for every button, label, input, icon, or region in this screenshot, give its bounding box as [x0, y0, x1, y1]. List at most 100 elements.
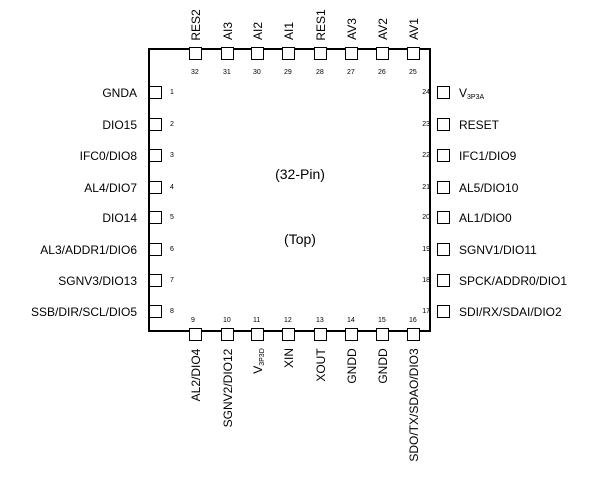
- pin-number-29: 29: [284, 69, 292, 76]
- pin-label-30: AI2: [251, 21, 265, 41]
- chip-body: [148, 48, 431, 332]
- pin-label-22: IFC1/DIO9: [459, 149, 516, 163]
- pin-pad-12: [282, 328, 295, 341]
- pin-number-15: 15: [378, 317, 386, 324]
- pin-pad-17: [437, 305, 450, 318]
- pin-label-text: AL5/DIO10: [459, 181, 519, 195]
- pin-label-14: GNDD: [345, 348, 359, 383]
- pin-pad-7: [149, 274, 162, 287]
- pin-label-4: AL4/DIO7: [84, 181, 137, 195]
- pin-pad-5: [149, 211, 162, 224]
- pin-label-text: SPCK/ADDR0/DIO1: [459, 274, 568, 288]
- pin-number-4: 4: [170, 184, 174, 191]
- pin-label-text: DIO15: [102, 118, 137, 132]
- pin-number-30: 30: [253, 69, 261, 76]
- pin-number-27: 27: [347, 69, 355, 76]
- pin-pad-28: [314, 47, 327, 60]
- pin-label-24: V3P3A: [459, 86, 485, 101]
- pin-label-3: IFC0/DIO8: [80, 149, 137, 163]
- pin-label-text: AL2/DIO4: [189, 348, 203, 401]
- pin-pad-20: [437, 211, 450, 224]
- pin-label-13: XOUT: [314, 348, 328, 381]
- pin-pad-23: [437, 118, 450, 131]
- package-view: (Top): [284, 231, 316, 247]
- pin-number-11: 11: [253, 317, 261, 324]
- pin-number-2: 2: [170, 121, 174, 128]
- pin-label-17: SDI/RX/SDAI/DIO2: [459, 305, 562, 319]
- pin-label-6: AL3/ADDR1/DIO6: [40, 243, 137, 257]
- pin-label-21: AL5/DIO10: [459, 181, 518, 195]
- pin-label-23: RESET: [459, 118, 499, 132]
- pin-label-text: V: [251, 365, 265, 374]
- pin-pad-1: [149, 86, 162, 99]
- pin-number-17: 17: [422, 308, 430, 315]
- pin-number-13: 13: [316, 317, 324, 324]
- pin-label-text: AL4/DIO7: [84, 181, 137, 195]
- pin-label-text: XIN: [282, 347, 296, 369]
- pin-label-28: RES1: [314, 8, 328, 41]
- pin-label-text: GNDD: [345, 347, 359, 384]
- pin-number-12: 12: [284, 317, 292, 324]
- pin-number-5: 5: [170, 214, 174, 221]
- pin-number-16: 16: [409, 317, 417, 324]
- pin-label-7: SGNV3/DIO13: [58, 274, 137, 288]
- pin-label-text: XOUT: [314, 347, 328, 382]
- pin-label-25: AV1: [407, 18, 421, 40]
- pin-number-7: 7: [170, 277, 174, 284]
- pin-number-22: 22: [422, 152, 430, 159]
- pin-label-19: SGNV1/DIO11: [459, 243, 537, 257]
- pin-number-24: 24: [422, 89, 430, 96]
- pin-pad-30: [251, 47, 264, 60]
- pin-label-16: SDO/TX/SDAO/DIO3: [407, 348, 421, 461]
- pin-pad-24: [437, 86, 450, 99]
- pin-number-23: 23: [422, 121, 430, 128]
- pin-pad-21: [437, 181, 450, 194]
- pin-number-9: 9: [191, 317, 195, 324]
- pin-number-10: 10: [223, 317, 231, 324]
- pin-label-27: AV3: [345, 18, 359, 40]
- pin-label-text: GNDD: [376, 347, 390, 384]
- pin-label-5: DIO14: [102, 211, 137, 225]
- pin-number-19: 19: [422, 246, 430, 253]
- pin-label-text: DIO14: [102, 211, 137, 225]
- pin-label-text: AL3/ADDR1/DIO6: [40, 243, 137, 257]
- pin-pad-32: [189, 47, 202, 60]
- pin-label-10: SGNV2/DIO12: [221, 348, 235, 427]
- package-pin-count: (32-Pin): [275, 166, 325, 182]
- pin-label-31: AI3: [221, 21, 235, 41]
- pin-label-text: SGNV3/DIO13: [58, 274, 137, 288]
- pin-label-text: SGNV2/DIO12: [221, 348, 235, 427]
- pin-pad-25: [407, 47, 420, 60]
- pin-label-9: AL2/DIO4: [189, 348, 203, 401]
- pin-label-text: AL1/DIO0: [459, 211, 512, 225]
- pin-pad-10: [221, 328, 234, 341]
- pin-label-12: XIN: [282, 348, 296, 368]
- pin-pad-18: [437, 274, 450, 287]
- pin-label-subscript: 3P3A: [467, 94, 485, 101]
- pin-label-text: RESET: [459, 118, 500, 132]
- pin-label-text: SDO/TX/SDAO/DIO3: [407, 347, 421, 462]
- pin-label-text: SDI/RX/SDAI/DIO2: [459, 305, 562, 319]
- pin-label-text: GNDA: [102, 86, 137, 100]
- pin-number-8: 8: [170, 308, 174, 315]
- pin-number-25: 25: [409, 69, 417, 76]
- pin-label-text: SSB/DIR/SCL/DIO5: [30, 305, 137, 319]
- pin-pad-14: [345, 328, 358, 341]
- pin-pad-13: [314, 328, 327, 341]
- pin-pad-4: [149, 181, 162, 194]
- pin-number-18: 18: [422, 277, 430, 284]
- pin-pad-3: [149, 149, 162, 162]
- pin-pad-31: [221, 47, 234, 60]
- pin-pad-11: [251, 328, 264, 341]
- pin-number-28: 28: [316, 69, 324, 76]
- pin-label-text: V: [459, 86, 468, 100]
- pin-label-11: V3P3D: [251, 348, 266, 374]
- pin-label-18: SPCK/ADDR0/DIO1: [459, 274, 567, 288]
- pin-number-3: 3: [170, 152, 174, 159]
- pin-pad-2: [149, 118, 162, 131]
- pin-pad-15: [376, 328, 389, 341]
- pin-label-32: RES2: [189, 8, 203, 41]
- pin-pad-26: [376, 47, 389, 60]
- pin-label-text: SGNV1/DIO11: [459, 243, 537, 257]
- pin-pad-29: [282, 47, 295, 60]
